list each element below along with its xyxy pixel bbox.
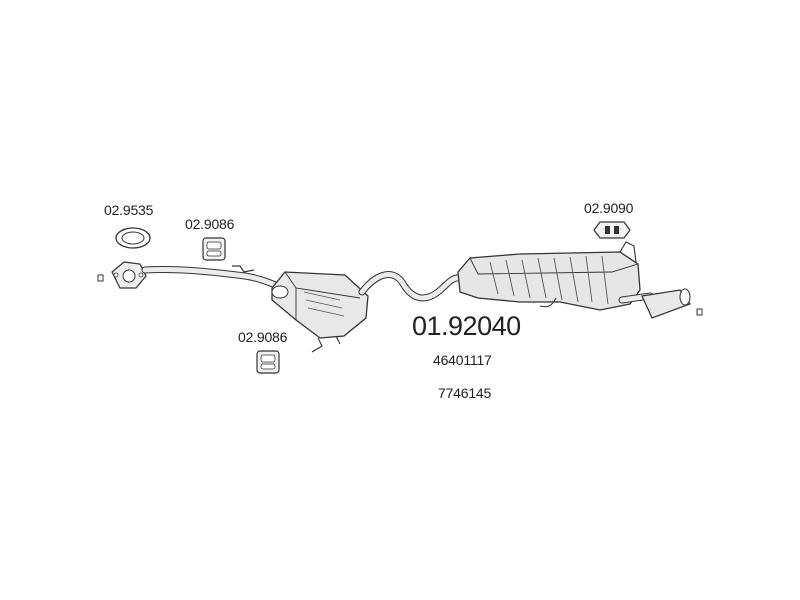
rubber-hanger-middle-part-number: 02.9086 [238, 329, 288, 345]
rubber-hanger-rear-icon [593, 221, 631, 239]
main-part-number: 01.92040 [412, 311, 521, 341]
rubber-hanger-front-icon [202, 237, 226, 261]
rear-silencer [457, 241, 641, 311]
gasket-ring-icon [115, 227, 151, 249]
rubber-hanger-middle-icon [256, 350, 280, 374]
front-pipe-hanger-bracket [232, 265, 255, 273]
intermediate-pipe [358, 271, 466, 302]
gasket-ring-part-number: 02.9535 [104, 202, 154, 218]
rubber-hanger-rear-part-number: 02.9090 [584, 200, 634, 216]
tail-pipe [618, 288, 691, 319]
rubber-hanger-front-part-number: 02.9086 [185, 216, 235, 232]
front-pipe [141, 265, 282, 290]
rear-end-marker [696, 308, 703, 316]
oe-number-2: 7746145 [438, 385, 492, 401]
oe-number-1: 46401117 [433, 352, 492, 368]
front-end-marker [97, 274, 104, 282]
front-flange [111, 261, 147, 289]
middle-silencer [271, 271, 369, 353]
